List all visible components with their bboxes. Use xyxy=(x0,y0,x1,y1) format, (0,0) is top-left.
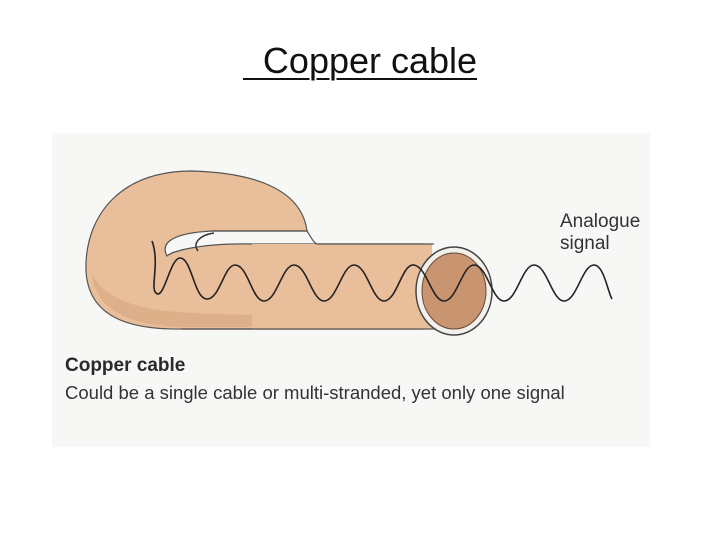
cable-end-inner xyxy=(421,252,487,330)
slide-title: Copper cable xyxy=(0,40,720,82)
analogue-signal-label: Analogue signal xyxy=(560,211,641,254)
slide-title-text: Copper cable xyxy=(242,40,478,81)
analogue-signal-wave xyxy=(151,240,613,302)
cable-figure: Analogue signal Copper cable Could be a … xyxy=(52,133,650,447)
copper-cable-illustration xyxy=(85,170,613,336)
caption-text: Could be a single cable or multi-strande… xyxy=(65,382,565,403)
caption-title: Copper cable xyxy=(65,355,186,376)
coil-curl xyxy=(195,232,215,252)
cable-tube xyxy=(252,244,432,329)
cable-edge-top xyxy=(212,230,434,245)
coil-shade xyxy=(92,273,382,327)
